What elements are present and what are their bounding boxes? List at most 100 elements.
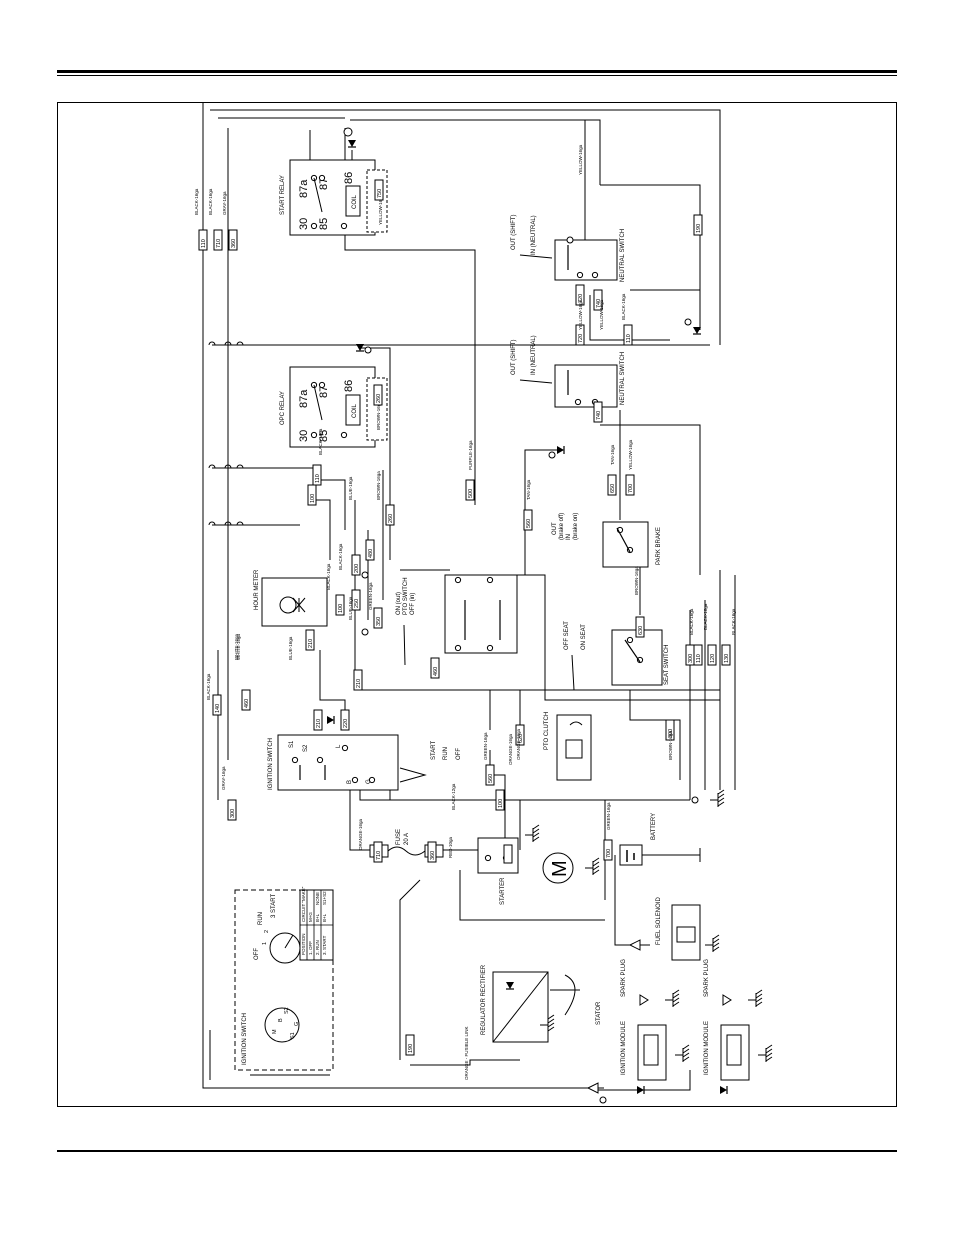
circuit-number: 360	[430, 851, 436, 860]
terminal	[340, 431, 348, 439]
opc-relay-pin-87a: 87a	[298, 389, 310, 408]
circuit-number: 260	[376, 394, 382, 403]
park-brake-diode	[557, 446, 564, 454]
ign-terminal-g: G	[366, 779, 372, 784]
circuit-number: 480	[368, 549, 374, 558]
ign-terminal-b: B	[347, 780, 353, 784]
terminal	[316, 756, 324, 764]
stator-label: STATOR	[596, 1001, 602, 1025]
neutral-switch-bottom	[554, 364, 618, 408]
circuit-number: 650	[610, 484, 616, 493]
circuit-number: 750	[377, 189, 383, 198]
regulator-diode	[506, 982, 514, 989]
inset-dial-off: OFF	[254, 948, 260, 960]
inset-dial-start: 3 START	[271, 894, 277, 918]
circuit-number-box	[373, 841, 383, 863]
start-relay-diode	[348, 140, 356, 147]
inset-row-circuit: B+L	[322, 913, 327, 922]
park-brake-in: IN	[566, 534, 572, 540]
circuit-number-box	[515, 724, 525, 746]
wire-crossover	[224, 521, 232, 526]
wire-label: YELLOW-16ga	[628, 439, 633, 470]
wire-starter-return	[459, 870, 605, 921]
circuit-number: 110	[696, 654, 702, 663]
park-brake-out: OUT	[552, 522, 558, 535]
ign-terminal-l: L	[336, 744, 342, 748]
circuit-number-box	[228, 229, 238, 251]
wire-label: BLACK-16ga	[318, 428, 323, 455]
wire-neutral-link	[589, 295, 670, 341]
circuit-number: 100	[338, 604, 344, 613]
spark-plug-label: SPARK PLUG	[704, 959, 710, 997]
fusible-link-connector	[586, 1082, 599, 1094]
wire-orange-fuse	[349, 790, 380, 851]
circuit-number-box	[227, 799, 237, 821]
inset-row-position: 3. START	[322, 935, 327, 955]
circuit-number-box	[623, 324, 633, 346]
wire-crossover	[236, 521, 244, 526]
circuit-number-box	[693, 214, 703, 236]
wire-neutral-loop	[600, 184, 701, 330]
circuit-number: 190	[696, 224, 702, 233]
ign-terminal-s2: S2	[303, 744, 309, 752]
starter-label: STARTER	[500, 877, 506, 905]
wire-label: WHITE-16ga	[236, 633, 241, 660]
circuit-number: 120	[710, 654, 716, 663]
wire-label: BLACK-16ga	[194, 188, 199, 215]
inset-dial-run: RUN	[258, 912, 264, 925]
ign-terminal-s1: S1	[289, 740, 295, 748]
spark-plug-ground	[748, 989, 763, 1007]
circuit-number-box	[351, 589, 361, 611]
pto-clutch-arrow	[569, 721, 583, 726]
circuit-number: 700	[628, 484, 634, 493]
inset-row-circuit: B+L	[315, 913, 320, 922]
connector-pin	[599, 1096, 607, 1104]
fuel-solenoid-connector	[628, 939, 641, 951]
seat-on-state: ON SEAT	[581, 624, 587, 650]
circuit-number-box	[665, 719, 675, 741]
wire-label: BROWN-16ga	[668, 731, 673, 760]
circuit-number-box	[603, 839, 613, 861]
neutral-top-state-out: OUT (SHIFT)	[511, 214, 517, 250]
opc-relay	[289, 366, 376, 448]
circuit-number: 200	[354, 564, 360, 573]
wire-label: GREEN-16ga	[483, 732, 488, 760]
circuit-number: 100	[310, 494, 316, 503]
terminal	[591, 271, 599, 279]
fuel-solenoid-coil	[676, 926, 696, 943]
header-rule	[57, 70, 897, 73]
ignition-module-diode	[720, 1086, 727, 1094]
ign-position-run: RUN	[443, 747, 449, 760]
inset-row-circuit-2: NONE	[315, 892, 320, 905]
circuit-number-box	[198, 229, 208, 251]
circuit-number: 140	[215, 704, 221, 713]
inset-dial-1: 1	[262, 942, 268, 945]
circuit-number: 460	[433, 667, 439, 676]
wire-label: BLUE-16ga	[348, 476, 353, 500]
wire-label: GREEN-16ga	[606, 802, 611, 830]
wire-ign-mod-gnd	[595, 1070, 691, 1091]
neutral-switch-bottom-title: NEUTRAL SWITCH	[620, 352, 626, 405]
circuit-number-box	[307, 484, 317, 506]
terminal	[576, 271, 584, 279]
relay-contact	[313, 384, 323, 421]
wire-label: BLUE-16ga	[288, 636, 293, 660]
wire-label: BROWN-16ga	[376, 401, 381, 430]
regulator-ground	[540, 1014, 555, 1032]
circuit-number-box	[523, 509, 533, 531]
wire-label: PURPLE-16ga	[468, 440, 473, 470]
wire-label: YELLOW-16ga	[378, 194, 383, 225]
ignition-switch	[277, 734, 399, 791]
pto-switch-title: PTO SWITCH	[403, 577, 409, 615]
wire-label: ORANGE - FUSIBLE LINK	[464, 1026, 469, 1080]
wire-crossover	[224, 341, 232, 346]
wire-yellow-neutral	[600, 424, 701, 575]
fuse-rating: 20 A	[404, 833, 410, 845]
seat-off-state: OFF SEAT	[564, 621, 570, 650]
wire-tan-2	[524, 449, 560, 575]
inset-terminal-G: G	[294, 1022, 300, 1026]
opc-relay-diode	[356, 344, 364, 351]
circuit-number-box	[312, 464, 322, 486]
circuit-number: 100	[498, 799, 504, 808]
